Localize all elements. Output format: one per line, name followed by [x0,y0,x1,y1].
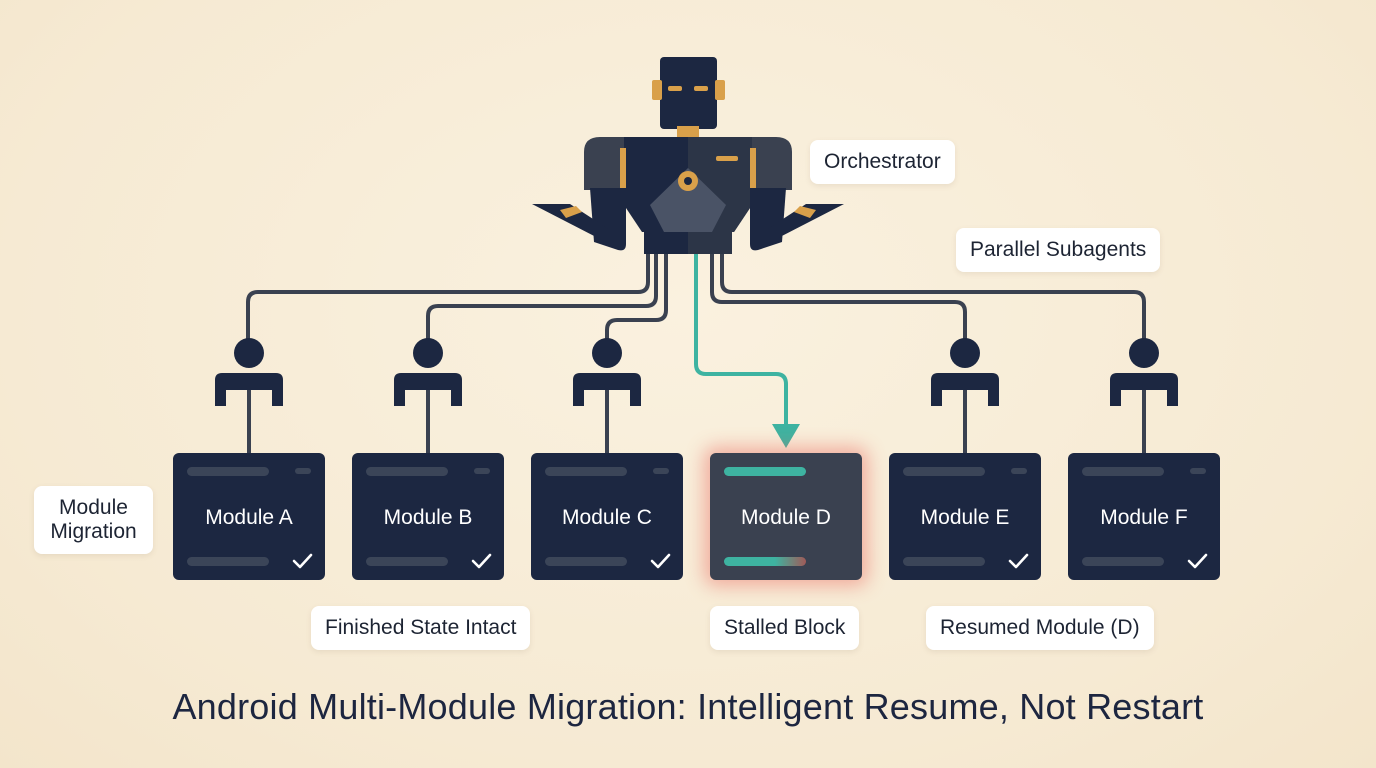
module-card-c: Module C [531,453,683,580]
progress-bar-top [1082,467,1164,476]
robot-orchestrator-icon [532,57,844,254]
module-migration-label: Module Migration [34,486,153,554]
checkmark-icon [1187,553,1208,569]
subagent-person-icon [1110,338,1178,406]
progress-bar-top [724,467,806,476]
status-dot [1011,468,1027,474]
progress-bar-bottom [1082,557,1164,566]
status-dot [474,468,490,474]
wire-to-module-a [246,248,650,342]
resumed-module-label: Resumed Module (D) [926,606,1154,650]
checkmark-icon [650,553,671,569]
arrow-down-icon [772,424,800,448]
module-name: Module B [383,506,473,529]
orchestrator-label: Orchestrator [810,140,955,184]
progress-bar-bottom [366,557,448,566]
finished-state-label: Finished State Intact [311,606,531,650]
wire-to-module-f [720,248,1146,342]
checkmark-icon [292,553,313,569]
stalled-block-label: Stalled Block [710,606,860,650]
module-name: Module D [741,506,831,529]
progress-bar-top [366,467,448,476]
resume-arrow-line [694,248,788,430]
checkmark-icon [1008,553,1029,569]
progress-bar-bottom [187,557,269,566]
status-dot [653,468,669,474]
subagent-person-icon [215,338,283,406]
module-name: Module A [205,506,293,529]
module-card-b: Module B [352,453,504,580]
diagram-title: Android Multi-Module Migration: Intellig… [172,686,1204,727]
checkmark-icon [471,553,492,569]
module-card-a: Module A [173,453,325,580]
wire-to-module-e [710,248,967,342]
progress-bar-top [545,467,627,476]
wire-to-module-b [426,248,658,342]
module-name: Module E [920,506,1010,529]
parallel-subagents-label: Parallel Subagents [956,228,1161,272]
subagent-person-icon [573,338,641,406]
progress-bar-top [187,467,269,476]
progress-bar-bottom [545,557,627,566]
subagent-person-icon [394,338,462,406]
module-name: Module F [1100,506,1188,529]
progress-bar-top [903,467,985,476]
module-card-d-stalled: Module D [710,453,862,580]
module-card-f: Module F [1068,453,1220,580]
subagent-person-icon [931,338,999,406]
wire-to-module-c [605,248,668,342]
progress-bar-bottom [724,557,806,566]
status-dot [295,468,311,474]
progress-bar-bottom [903,557,985,566]
module-name: Module C [562,506,652,529]
status-dot [1190,468,1206,474]
module-card-e: Module E [889,453,1041,580]
